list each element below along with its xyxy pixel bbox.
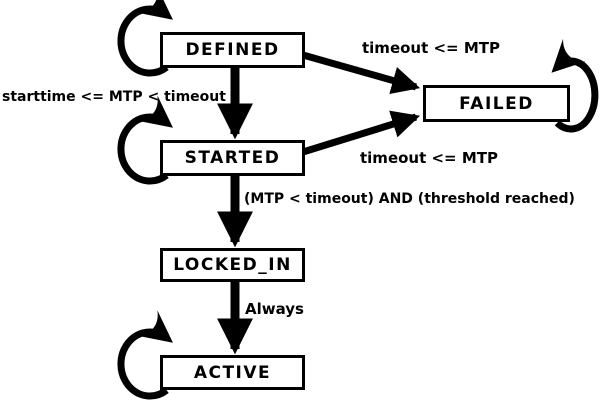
transition-label-defined-to-started: starttime <= MTP < timeout (2, 89, 226, 105)
transition-label-lockedin-to-active: Always (245, 300, 304, 318)
self-loop-started-arrow (117, 95, 173, 185)
state-locked-in-label: LOCKED_IN (173, 255, 292, 275)
self-loop-failed-arrow (551, 38, 599, 133)
transition-label-defined-to-failed: timeout <= MTP (362, 39, 501, 57)
self-loop-active-arrow (117, 310, 173, 400)
state-failed-label: FAILED (459, 93, 534, 114)
state-defined: DEFINED (160, 32, 305, 68)
state-started-label: STARTED (184, 148, 281, 168)
arrow-started-to-failed (301, 110, 421, 156)
transition-label-started-to-lockedin: (MTP < timeout) AND (threshold reached) (244, 191, 575, 207)
state-started: STARTED (160, 140, 305, 176)
state-defined-label: DEFINED (185, 40, 280, 60)
transition-label-started-to-failed: timeout <= MTP (360, 149, 499, 167)
state-active: ACTIVE (160, 355, 305, 390)
state-failed: FAILED (423, 85, 570, 122)
state-active-label: ACTIVE (193, 362, 272, 383)
arrow-defined-to-failed (302, 51, 421, 94)
self-loop-defined-arrow (117, 0, 173, 77)
state-locked-in: LOCKED_IN (160, 248, 305, 282)
